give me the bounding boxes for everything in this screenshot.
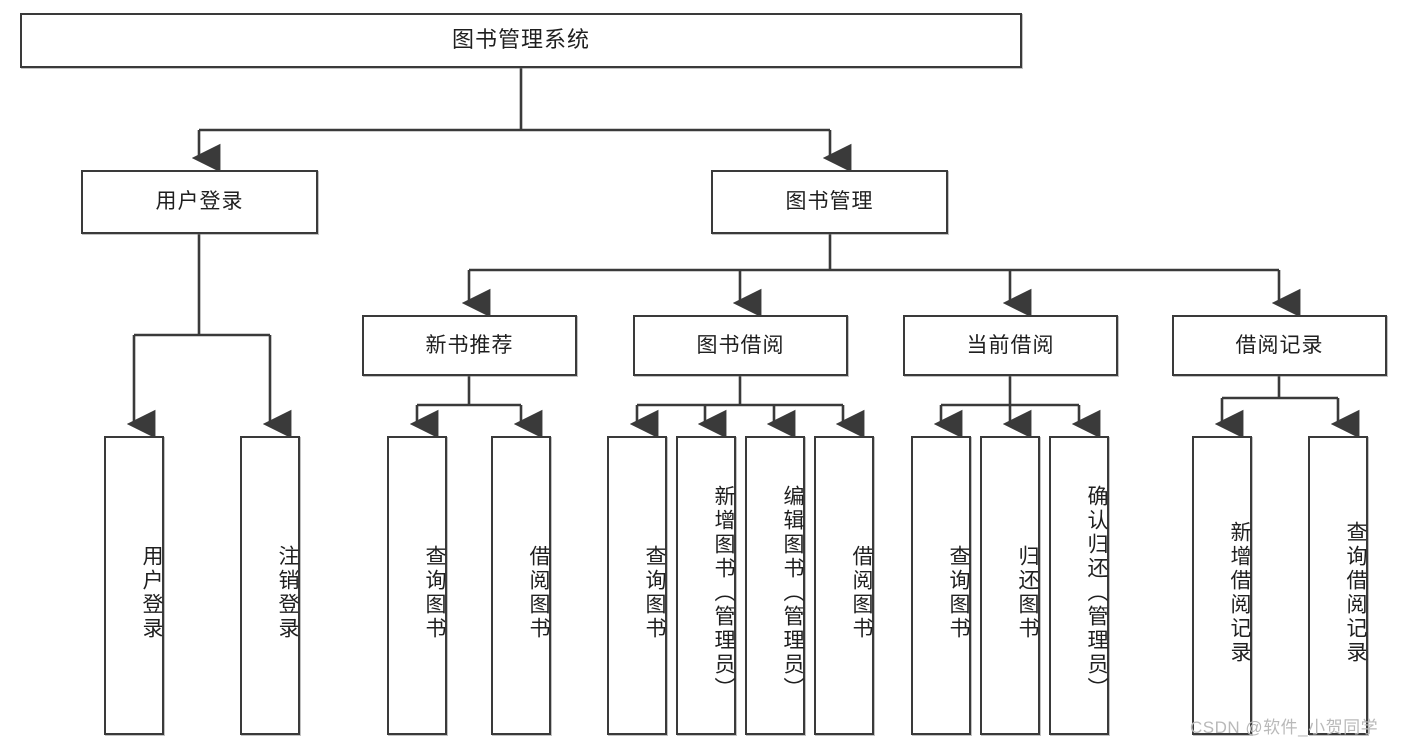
node-label: 图书借阅: [696, 333, 785, 357]
leaf-borrow-add-book-admin[interactable]: 新增图书（管理员）: [676, 436, 736, 735]
node-label: 查询借阅记录: [1344, 520, 1367, 665]
node-borrow-record[interactable]: 借阅记录: [1172, 315, 1387, 376]
node-root-system[interactable]: 图书管理系统: [20, 13, 1022, 68]
leaf-borrow-borrow-book[interactable]: 借阅图书: [814, 436, 874, 735]
leaf-borrow-edit-book-admin[interactable]: 编辑图书（管理员）: [745, 436, 805, 735]
leaf-borrow-query-book[interactable]: 查询图书: [607, 436, 667, 735]
leaf-record-add-record[interactable]: 新增借阅记录: [1192, 436, 1252, 735]
node-label: 借阅记录: [1235, 333, 1324, 357]
leaf-user-login[interactable]: 用户登录: [104, 436, 164, 735]
node-label: 新增图书（管理员）: [712, 484, 735, 701]
node-label: 新增借阅记录: [1228, 520, 1251, 665]
leaf-current-return-book[interactable]: 归还图书: [980, 436, 1040, 735]
node-label: 图书管理系统: [451, 27, 590, 53]
leaf-record-query-record[interactable]: 查询借阅记录: [1308, 436, 1368, 735]
node-label: 用户登录: [140, 544, 163, 641]
leaf-current-query-book[interactable]: 查询图书: [911, 436, 971, 735]
node-label: 查询图书: [423, 544, 446, 641]
node-label: 新书推荐: [425, 333, 514, 357]
node-label: 归还图书: [1016, 544, 1039, 641]
node-label: 借阅图书: [850, 544, 873, 641]
node-label: 编辑图书（管理员）: [781, 484, 804, 701]
node-label: 注销登录: [276, 544, 299, 641]
node-label: 图书管理: [785, 190, 874, 214]
node-label: 借阅图书: [527, 544, 550, 641]
node-label: 查询图书: [643, 544, 666, 641]
node-label: 当前借阅: [966, 333, 1055, 357]
node-book-management[interactable]: 图书管理: [711, 170, 948, 234]
node-new-book-recommend[interactable]: 新书推荐: [362, 315, 577, 376]
node-user-login[interactable]: 用户登录: [81, 170, 318, 234]
node-current-borrow[interactable]: 当前借阅: [903, 315, 1118, 376]
watermark-text: CSDN @软件_小贺同学: [1190, 718, 1379, 737]
leaf-logout[interactable]: 注销登录: [240, 436, 300, 735]
leaf-current-confirm-return-admin[interactable]: 确认归还（管理员）: [1049, 436, 1109, 735]
leaf-recommend-query-book[interactable]: 查询图书: [387, 436, 447, 735]
node-label: 查询图书: [947, 544, 970, 641]
leaf-recommend-borrow-book[interactable]: 借阅图书: [491, 436, 551, 735]
node-book-borrow[interactable]: 图书借阅: [633, 315, 848, 376]
node-label: 用户登录: [155, 190, 244, 214]
node-label: 确认归还（管理员）: [1085, 484, 1108, 701]
